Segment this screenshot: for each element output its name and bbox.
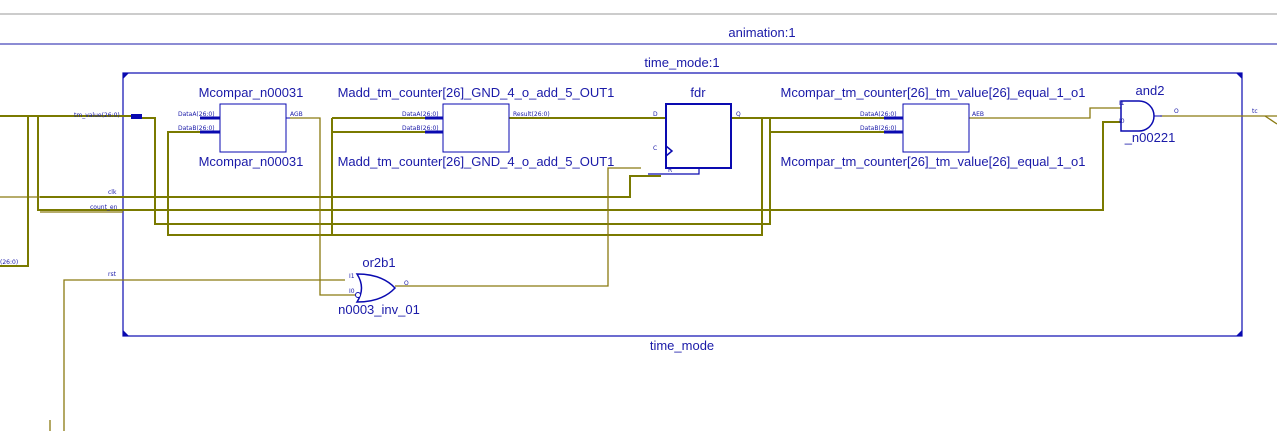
and2-subtitle: _n00221 bbox=[1124, 130, 1176, 145]
fdr-pin-r: R bbox=[668, 167, 672, 174]
fdr-pin-q: Q bbox=[736, 111, 741, 118]
and2-gate[interactable]: and2 _n00221 I1 I0 O bbox=[1119, 83, 1179, 145]
madd-pin-b: DataB(26:0) bbox=[402, 125, 439, 132]
and2-pin-i0: I0 bbox=[1119, 118, 1125, 125]
or2b1-gate[interactable]: or2b1 n0003_inv_01 I1 I0 O bbox=[338, 255, 420, 317]
madd-pin-out: Result(26:0) bbox=[513, 111, 550, 118]
or2b1-pin-i1: I1 bbox=[349, 273, 355, 280]
fdr-block[interactable]: fdr D C R Q bbox=[648, 85, 741, 175]
port-tm-value: tm_value(26:0) bbox=[74, 112, 120, 119]
port-count-en: count_en bbox=[90, 204, 118, 211]
mcompar1-pin-a: DataA(26:0) bbox=[178, 111, 215, 118]
mcompar2-pin-out: AEB bbox=[972, 111, 984, 118]
outer-instance-label: animation:1 bbox=[728, 25, 795, 40]
mcompar2-pin-b: DataB(26:0) bbox=[860, 125, 897, 132]
or2b1-title: or2b1 bbox=[362, 255, 395, 270]
fdr-pin-c: C bbox=[653, 145, 657, 152]
fdr-title: fdr bbox=[690, 85, 706, 100]
mcompar2-pin-a: DataA(26:0) bbox=[860, 111, 897, 118]
or2b1-pin-i0: I0 bbox=[349, 288, 355, 295]
madd-subtitle: Madd_tm_counter[26]_GND_4_o_add_5_OUT1 bbox=[338, 154, 615, 169]
module-frame bbox=[122, 72, 1243, 337]
mcompar-equal-block[interactable]: Mcompar_tm_counter[26]_tm_value[26]_equa… bbox=[781, 85, 1086, 169]
module-instance-label: time_mode:1 bbox=[644, 55, 719, 70]
madd-title: Madd_tm_counter[26]_GND_4_o_add_5_OUT1 bbox=[338, 85, 615, 100]
wires bbox=[0, 107, 1277, 431]
port-rst: rst bbox=[108, 271, 117, 278]
and2-pin-o: O bbox=[1174, 108, 1179, 115]
or2b1-subtitle: n0003_inv_01 bbox=[338, 302, 420, 317]
port-clk: clk bbox=[108, 189, 117, 196]
mcompar1-title: Mcompar_n00031 bbox=[199, 85, 304, 100]
madd-pin-a: DataA(26:0) bbox=[402, 111, 439, 118]
mcompar1-pin-b: DataB(26:0) bbox=[178, 125, 215, 132]
port-tc: tc bbox=[1252, 108, 1258, 115]
mcompar1-pin-out: AGB bbox=[290, 111, 303, 118]
port-left-bus: (26:0) bbox=[0, 259, 18, 266]
and2-pin-i1: I1 bbox=[1119, 100, 1125, 107]
time-mode-module[interactable]: time_mode:1 time_mode bbox=[122, 55, 1243, 353]
tm-value-bus-port bbox=[131, 114, 142, 119]
mcompar2-subtitle: Mcompar_tm_counter[26]_tm_value[26]_equa… bbox=[781, 154, 1086, 169]
mcompar1-subtitle: Mcompar_n00031 bbox=[199, 154, 304, 169]
madd-block[interactable]: Madd_tm_counter[26]_GND_4_o_add_5_OUT1 M… bbox=[338, 85, 615, 169]
and2-title: and2 bbox=[1136, 83, 1165, 98]
module-name-label: time_mode bbox=[650, 338, 714, 353]
mcompar2-title: Mcompar_tm_counter[26]_tm_value[26]_equa… bbox=[781, 85, 1086, 100]
or2b1-pin-o: O bbox=[404, 280, 409, 287]
mcompar-n00031-block[interactable]: Mcompar_n00031 Mcompar_n00031 DataA(26:0… bbox=[178, 85, 303, 169]
fdr-pin-d: D bbox=[653, 111, 658, 118]
